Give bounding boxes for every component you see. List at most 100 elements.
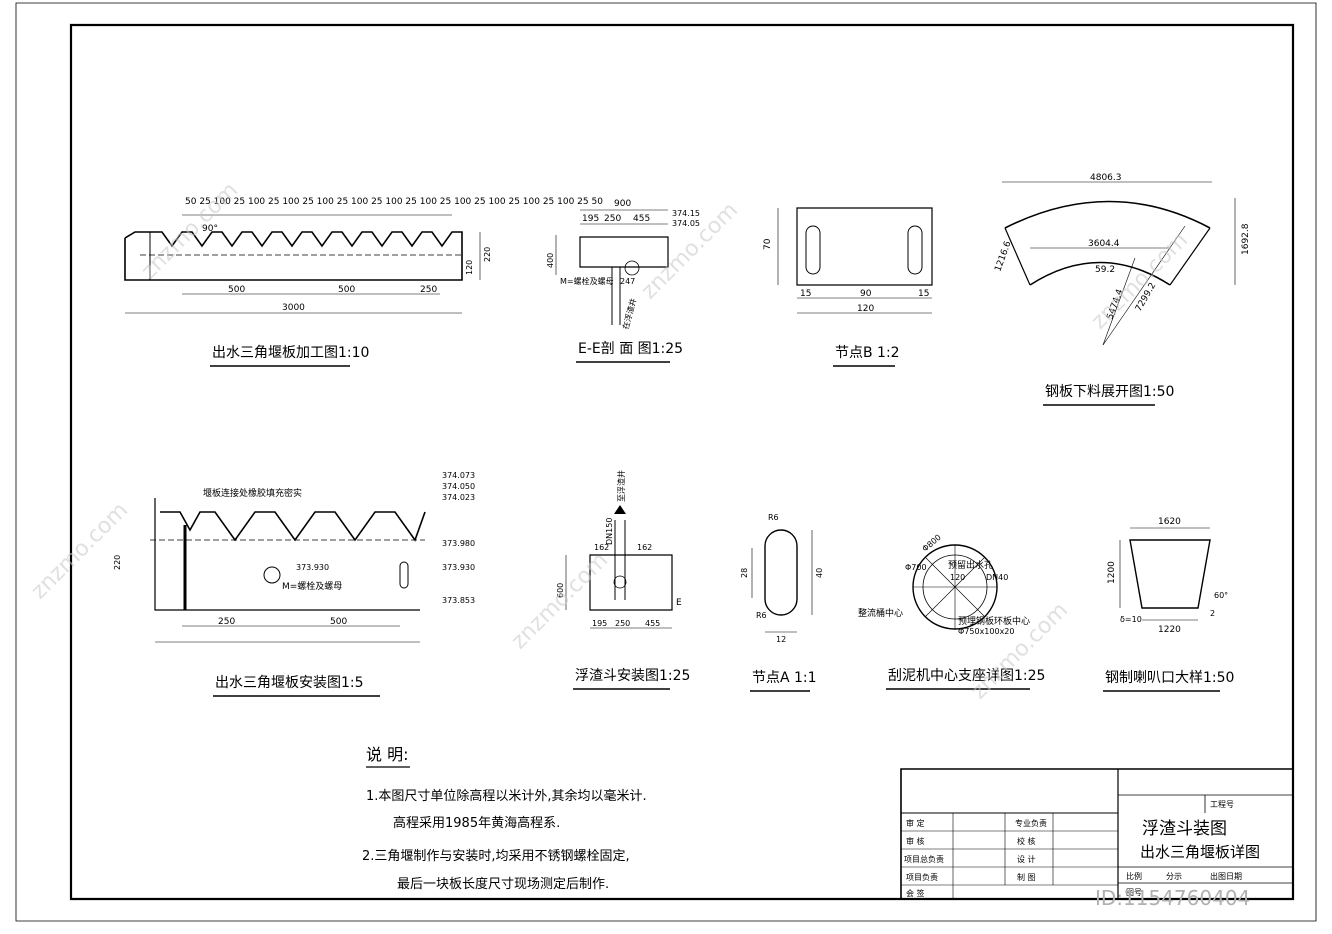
install-bolt: M=螺栓及螺母 <box>282 580 342 592</box>
weir-side-220: 220 <box>483 247 492 262</box>
tb-mid-3: 设 计 <box>1017 854 1036 864</box>
nodea-r-top: R6 <box>768 513 779 522</box>
scraper-d2: Φ700 <box>905 563 927 572</box>
scum-b195: 195 <box>592 619 607 628</box>
ee-caption: E-E剖 面 图1:25 <box>578 341 683 357</box>
weir-processing-drawing: 50 25 100 25 100 25 100 25 100 25 100 25… <box>125 197 603 366</box>
scum-bucket-drawing: 至浮渣井 DN150 162 162 600 195 250 455 E 浮渣斗… <box>556 470 690 689</box>
weir-angle: 90° <box>202 224 218 234</box>
bell-mouth-drawing: 1620 1200 1220 δ=10 60° 2 钢制喇叭口大样1:50 <box>1103 517 1234 691</box>
section-ee-drawing: 900 195 250 455 374.15 374.05 400 M=螺栓及螺… <box>546 199 700 362</box>
title-block: 审 定 审 核 项目总负责 项目负责 会 签 专业负责 校 核 设 计 制 图 … <box>901 769 1293 899</box>
nodea-height: 28 <box>740 568 749 578</box>
tb-left-1: 审 定 <box>906 818 925 828</box>
weir-install-drawing: 堰板连接处橡胶填充密实 374.073 374.050 374.023 373.… <box>113 471 475 696</box>
tb-left-4: 项目负责 <box>906 872 938 882</box>
tb-mid-4: 制 图 <box>1017 872 1036 882</box>
notes-item-3: 2.三角堰制作与安装时,均采用不锈钢螺栓固定, <box>362 849 630 864</box>
ee-left-400: 400 <box>546 253 555 268</box>
tb-title2: 出水三角堰板详图 <box>1140 843 1260 861</box>
notes-item-1: 1.本图尺寸单位除高程以米计外,其余均以毫米计. <box>366 788 647 804</box>
install-left-220: 220 <box>113 555 122 570</box>
outer-border <box>16 3 1316 921</box>
ee-247: 247 <box>620 277 635 286</box>
install-elev-1: 374.073 <box>442 471 475 480</box>
install-elev-2: 374.050 <box>442 482 475 491</box>
install-elev-5: 373.930 <box>442 563 475 572</box>
weir-dim-250: 250 <box>420 285 437 295</box>
install-dim-500: 500 <box>330 617 347 627</box>
weir-total: 3000 <box>282 303 305 313</box>
scraper-angle: 120 <box>950 573 965 582</box>
nodeb-b90: 90 <box>860 289 872 299</box>
tb-left-3: 项目总负责 <box>904 854 944 864</box>
ee-width: 900 <box>614 199 631 209</box>
scum-caption: 浮渣斗安装图1:25 <box>575 668 690 684</box>
scum-pipe: DN150 <box>605 518 614 545</box>
scum-600: 600 <box>556 583 565 598</box>
watermark-4: znzmo.com <box>27 498 133 604</box>
tb-project-no: 工程号 <box>1210 800 1234 809</box>
weir-tooth-dims-row: 50 25 100 25 100 25 100 25 100 25 100 25… <box>185 197 603 207</box>
nodeb-total: 120 <box>857 304 874 314</box>
tb-bottom-1: 比例 <box>1126 871 1142 881</box>
scraper-plate: Φ750x100x20 <box>958 627 1014 636</box>
tb-left-5: 会 签 <box>906 888 925 898</box>
weir-dim-500a: 500 <box>228 285 245 295</box>
scum-162b: 162 <box>637 543 652 552</box>
unfold-angle: 59.2 <box>1095 265 1115 275</box>
tb-bottom-4: 图号 <box>1126 888 1142 897</box>
install-elev-3: 374.023 <box>442 493 475 502</box>
ee-sub-250: 250 <box>604 214 621 224</box>
notes-item-2: 高程采用1985年黄海高程系. <box>393 815 560 831</box>
unfold-inner: 3604.4 <box>1088 239 1120 249</box>
bell-top: 1620 <box>1158 517 1181 527</box>
nodeb-b15b: 15 <box>918 289 929 299</box>
watermark-1: znzmo.com <box>137 178 243 284</box>
scum-b455: 455 <box>645 619 660 628</box>
unfold-top: 4806.3 <box>1090 173 1122 183</box>
inner-border <box>71 25 1293 899</box>
notes-block: 说 明: 1.本图尺寸单位除高程以米计外,其余均以毫米计. 高程采用1985年黄… <box>362 745 647 892</box>
nodeb-left-70: 70 <box>763 238 773 250</box>
scraper-center-drawing: Φ800 Φ700 预留出水孔 DN40 120 整流桶中心 预埋钢板环板中心 … <box>858 533 1045 689</box>
nodea-total: 40 <box>815 568 824 578</box>
install-note: 堰板连接处橡胶填充密实 <box>203 487 302 499</box>
scraper-center-label: 整流桶中心 <box>858 607 903 619</box>
bell-weld: 2 <box>1210 609 1215 618</box>
weir-side-120: 120 <box>465 260 474 275</box>
watermark-5: znzmo.com <box>507 548 613 654</box>
weir-processing-caption: 出水三角堰板加工图1:10 <box>212 345 369 361</box>
install-elev-4: 373.980 <box>442 539 475 548</box>
bell-angle: 60° <box>1214 591 1228 600</box>
scraper-caption: 刮泥机中心支座详图1:25 <box>888 668 1045 684</box>
tb-left-2: 审 核 <box>906 836 925 846</box>
nodeb-b15a: 15 <box>800 289 811 299</box>
install-elev-6: 373.853 <box>442 596 475 605</box>
bell-bottom: 1220 <box>1158 625 1181 635</box>
bell-thick: δ=10 <box>1120 615 1142 624</box>
weir-dim-500b: 500 <box>338 285 355 295</box>
tb-bottom-2: 分示 <box>1166 872 1182 881</box>
plate-unfold-drawing: 4806.3 3604.4 1216.6 1692.8 59.2 5474.4 … <box>993 173 1251 405</box>
nodea-width: 12 <box>776 635 786 644</box>
nodeb-caption: 节点B 1:2 <box>835 345 900 361</box>
scum-162a: 162 <box>594 543 609 552</box>
ee-sub-455: 455 <box>633 214 650 224</box>
bell-height: 1200 <box>1107 561 1117 584</box>
install-dim-250: 250 <box>218 617 235 627</box>
tb-mid-2: 校 核 <box>1017 836 1036 846</box>
unfold-caption: 钢板下料展开图1:50 <box>1045 384 1174 400</box>
nodea-caption: 节点A 1:1 <box>752 670 817 686</box>
unfold-right: 1692.8 <box>1241 223 1251 255</box>
unfold-left: 1216.6 <box>993 240 1013 273</box>
install-caption: 出水三角堰板安装图1:5 <box>215 675 364 691</box>
ee-scum-label: 在浮渣井 <box>620 297 638 330</box>
scum-top-label: 至浮渣井 <box>616 470 626 502</box>
notes-title: 说 明: <box>366 745 408 764</box>
notes-item-4: 最后一块板长度尺寸现场测定后制作. <box>397 876 609 892</box>
tb-bottom-3: 出图日期 <box>1210 871 1242 881</box>
ee-sub-195: 195 <box>582 214 599 224</box>
scraper-label1: 预留出水孔 <box>948 559 993 571</box>
ee-elev-1: 374.15 <box>672 209 700 218</box>
